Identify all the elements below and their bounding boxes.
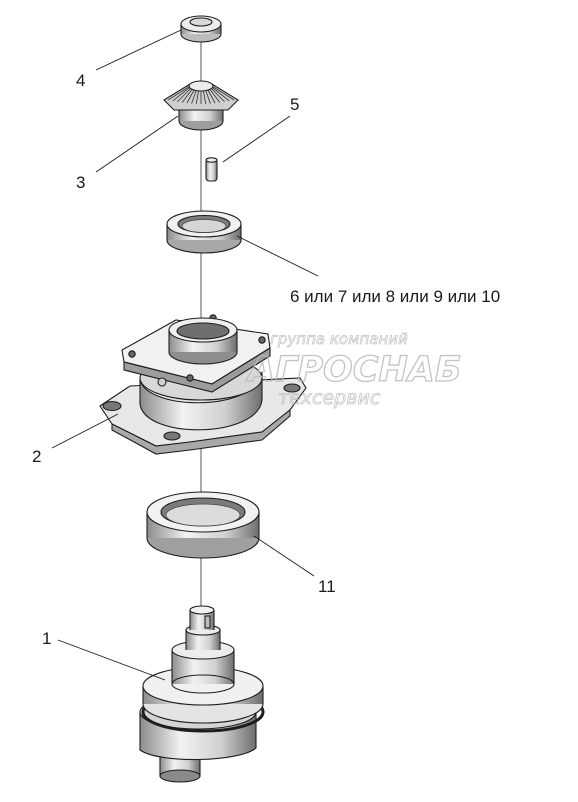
watermark-line-3: техсервис	[278, 387, 381, 409]
callout-2: 2	[32, 447, 41, 466]
gear-tooth	[167, 85, 191, 101]
leader-lines	[51, 29, 319, 681]
watermark-line-2: АГРОСНАБ	[245, 350, 462, 390]
part-6-bearing	[166, 210, 242, 254]
callout-6: 6 или 7 или 8 или 9 или 10	[290, 287, 500, 306]
watermark: группа компаний АГРОСНАБ техсервис	[244, 330, 462, 410]
leader-1	[57, 639, 166, 681]
callout-1: 1	[42, 629, 51, 648]
leader-5	[222, 115, 291, 163]
part-5-pin	[205, 157, 218, 182]
part-4-cap-nut	[180, 15, 222, 43]
leader-4	[95, 29, 182, 71]
part-2-housing	[99, 314, 307, 455]
gear-tooth	[211, 85, 235, 101]
watermark-line-1: группа компаний	[270, 330, 408, 348]
callout-4: 4	[76, 71, 85, 90]
callout-labels: 4 3 5 6 или 7 или 8 или 9 или 10 2 11 1	[32, 71, 500, 648]
leader-11	[253, 535, 315, 577]
leader-3	[95, 115, 179, 173]
part-3-bevel-gear	[163, 80, 239, 131]
gear-tooth	[172, 85, 192, 102]
leader-2	[51, 413, 119, 449]
leader-6	[236, 235, 319, 277]
callout-5: 5	[290, 95, 299, 114]
callout-11: 11	[318, 577, 336, 596]
callout-3: 3	[76, 173, 85, 192]
part-1-shaft	[139, 605, 265, 783]
part-11-bearing	[146, 491, 260, 559]
gear-tooth	[210, 85, 230, 102]
